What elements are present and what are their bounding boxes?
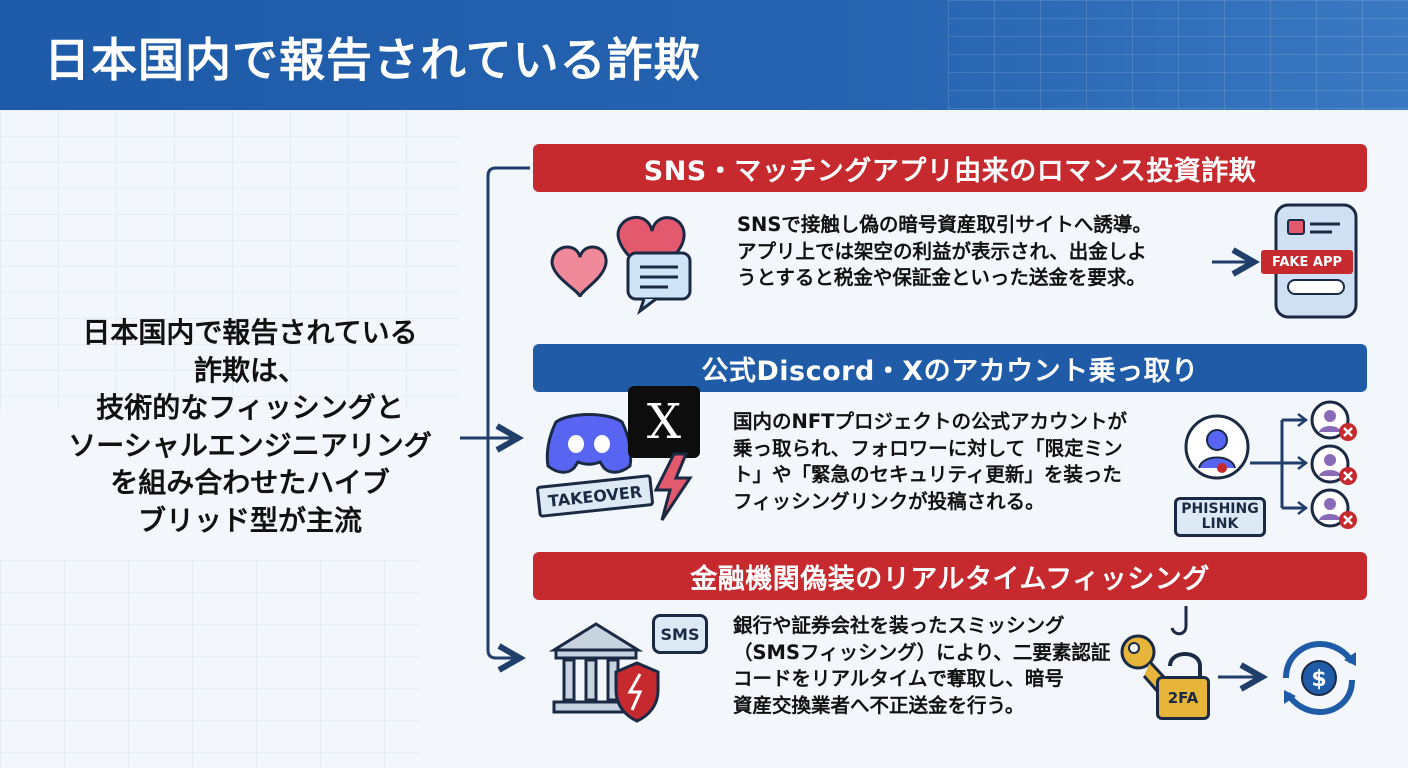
2fa-padlock: 2FA xyxy=(1156,676,1210,720)
phishing-label: PHISHING xyxy=(1181,501,1259,518)
description-line: SNSで接触し偽の暗号資産取引サイトへ誘導。 xyxy=(737,213,1152,236)
hearts-chat-icon xyxy=(550,215,692,315)
description-line: 国内のNFTプロジェクトの公式アカウントが xyxy=(733,410,1127,433)
description-line: 資産交換業者へ不正送金を行う。 xyxy=(733,694,1025,718)
case-heading-realtime-phishing: 金融機関偽装のリアルタイムフィッシング xyxy=(533,552,1367,600)
case-heading-takeover: 公式Discord・Xのアカウント乗っ取り xyxy=(533,344,1367,392)
discord-icon xyxy=(545,413,633,474)
description-line: うとすると税金や保証金といった送金を要求。 xyxy=(737,266,1146,290)
fake-app-badge: FAKE APP xyxy=(1261,250,1353,274)
victim-user-icon xyxy=(1310,400,1357,441)
summary-line: ソーシャルエンジニアリング xyxy=(68,428,432,462)
summary-text: 日本国内で報告されている 詐欺は、 技術的なフィッシングと ソーシャルエンジニア… xyxy=(30,314,470,539)
page-title: 日本国内で報告されている詐欺 xyxy=(44,33,701,87)
case-description-takeover: 国内のNFTプロジェクトの公式アカウントが 乗っ取られ、フォロワーに対して「限定… xyxy=(733,409,1127,516)
case-heading-romance: SNS・マッチングアプリ由来のロマンス投資詐欺 xyxy=(533,144,1367,192)
money-transfer-icon xyxy=(1283,640,1356,716)
description-line: 乗っ取られ、フォロワーに対して「限定ミン xyxy=(733,436,1123,460)
summary-line: 詐欺は、 xyxy=(193,353,306,387)
summary-line: 日本国内で報告されている xyxy=(82,316,418,349)
victims-icon-group xyxy=(1310,400,1357,529)
account-user-icon xyxy=(1184,414,1250,480)
broken-shield-icon xyxy=(614,661,660,723)
victim-user-icon xyxy=(1310,488,1357,529)
header-data-grid xyxy=(948,0,1408,110)
victim-user-icon xyxy=(1310,444,1357,485)
phishing-branch-lines xyxy=(1250,418,1306,510)
description-line: （SMSフィッシング）により、二要素認証 xyxy=(733,640,1111,664)
title-bar: 日本国内で報告されている詐欺 xyxy=(0,0,1408,110)
case-description-realtime-phishing: 銀行や証券会社を装ったスミッシング （SMSフィッシング）により、二要素認証 コ… xyxy=(733,613,1110,720)
bracket-line xyxy=(486,166,530,658)
lightning-icon xyxy=(653,452,693,521)
summary-line: 技術的なフィッシングと xyxy=(96,391,404,425)
link-label: LINK xyxy=(1201,516,1239,532)
description-line: コードをリアルタイムで奪取し、暗号 xyxy=(733,667,1064,691)
phishing-link-badge: PHISHING LINK xyxy=(1174,497,1266,537)
x-logo-icon: X xyxy=(628,386,700,458)
description-line: フィッシングリンクが投稿される。 xyxy=(733,490,1045,514)
sms-bubble: SMS xyxy=(652,614,708,654)
background-spreadsheet-bottom xyxy=(0,560,420,768)
description-line: アプリ上では架空の利益が表示され、出金しよ xyxy=(737,239,1147,263)
description-line: ト」や「緊急のセキュリティ更新」を装った xyxy=(733,463,1122,487)
background-spreadsheet-top xyxy=(0,110,460,410)
description-line: 銀行や証券会社を装ったスミッシング xyxy=(733,614,1065,637)
summary-line: を組み合わせたハイブ xyxy=(110,466,390,500)
dollar-icon: $ xyxy=(1311,666,1327,692)
case-description-romance: SNSで接触し偽の暗号資産取引サイトへ誘導。 アプリ上では架空の利益が表示され、… xyxy=(737,212,1152,292)
summary-line: ブリッド型が主流 xyxy=(137,503,362,537)
